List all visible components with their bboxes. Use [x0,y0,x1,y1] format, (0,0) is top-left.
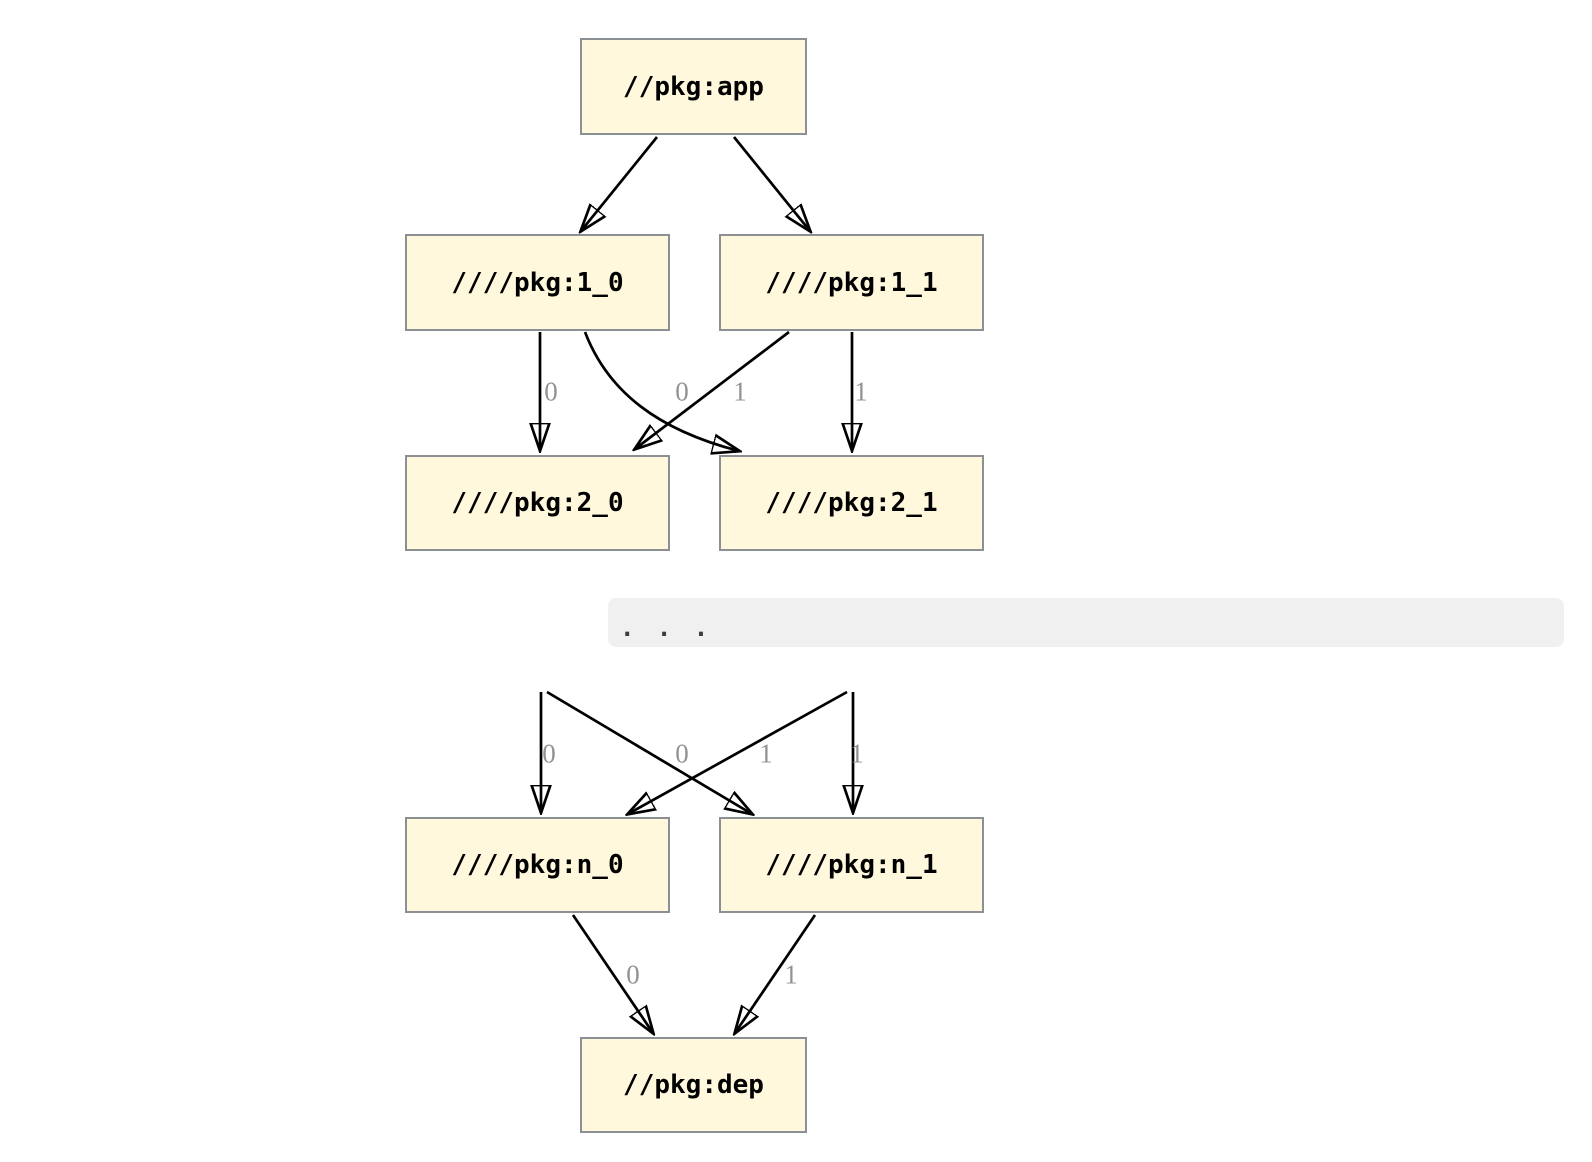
edge-label-1_1-2_0: 0 [675,376,689,407]
edge-label-ellipsis-n_1-left: 1 [759,738,773,769]
edge-label-1_1-2_1: 1 [854,376,868,407]
edge-n_0-to-dep [571,914,653,1033]
node-pkg-2_0-label: ////pkg:2_0 [451,488,624,518]
node-pkg-1_1-label: ////pkg:1_1 [765,267,938,298]
edge-app-to-1_0 [581,136,659,231]
node-pkg-n_0: ////pkg:n_0 [405,817,670,913]
edge-label-n_0-dep: 0 [626,959,640,990]
edge-label-n_1-dep: 1 [784,959,798,990]
node-pkg-app-label: //pkg:app [623,71,764,102]
node-pkg-dep: //pkg:dep [580,1037,807,1133]
edge-label-ellipsis-n_0-left: 0 [542,738,556,769]
node-pkg-1_0: ////pkg:1_0 [405,234,670,331]
node-pkg-n_1: ////pkg:n_1 [719,817,984,913]
edge-label-ellipsis-n_1-right: 1 [850,738,864,769]
edge-n_1-to-dep [735,914,817,1033]
edge-1_1-to-2_0 [635,330,790,449]
edge-label-1_0-2_0: 0 [544,376,558,407]
edge-label-1_0-2_1: 1 [733,376,747,407]
edge-ellipsis-left-to-n_1 [546,690,752,814]
edge-label-ellipsis-n_0-right: 0 [675,738,689,769]
edge-1_0-to-2_1 [583,331,739,451]
node-pkg-n_1-label: ////pkg:n_1 [765,850,938,880]
node-pkg-2_1: ////pkg:2_1 [719,455,984,551]
ellipsis-band: . . . [608,598,1564,647]
node-pkg-n_0-label: ////pkg:n_0 [451,850,624,880]
node-pkg-2_0: ////pkg:2_0 [405,455,670,551]
ellipsis-dots: . . . [620,613,713,642]
node-pkg-1_0-label: ////pkg:1_0 [451,267,624,298]
node-pkg-2_1-label: ////pkg:2_1 [765,488,938,518]
edge-app-to-1_1 [732,136,810,231]
node-pkg-1_1: ////pkg:1_1 [719,234,984,331]
node-pkg-app: //pkg:app [580,38,807,135]
edge-ellipsis-right-to-n_0 [628,690,848,814]
node-pkg-dep-label: //pkg:dep [623,1070,764,1100]
